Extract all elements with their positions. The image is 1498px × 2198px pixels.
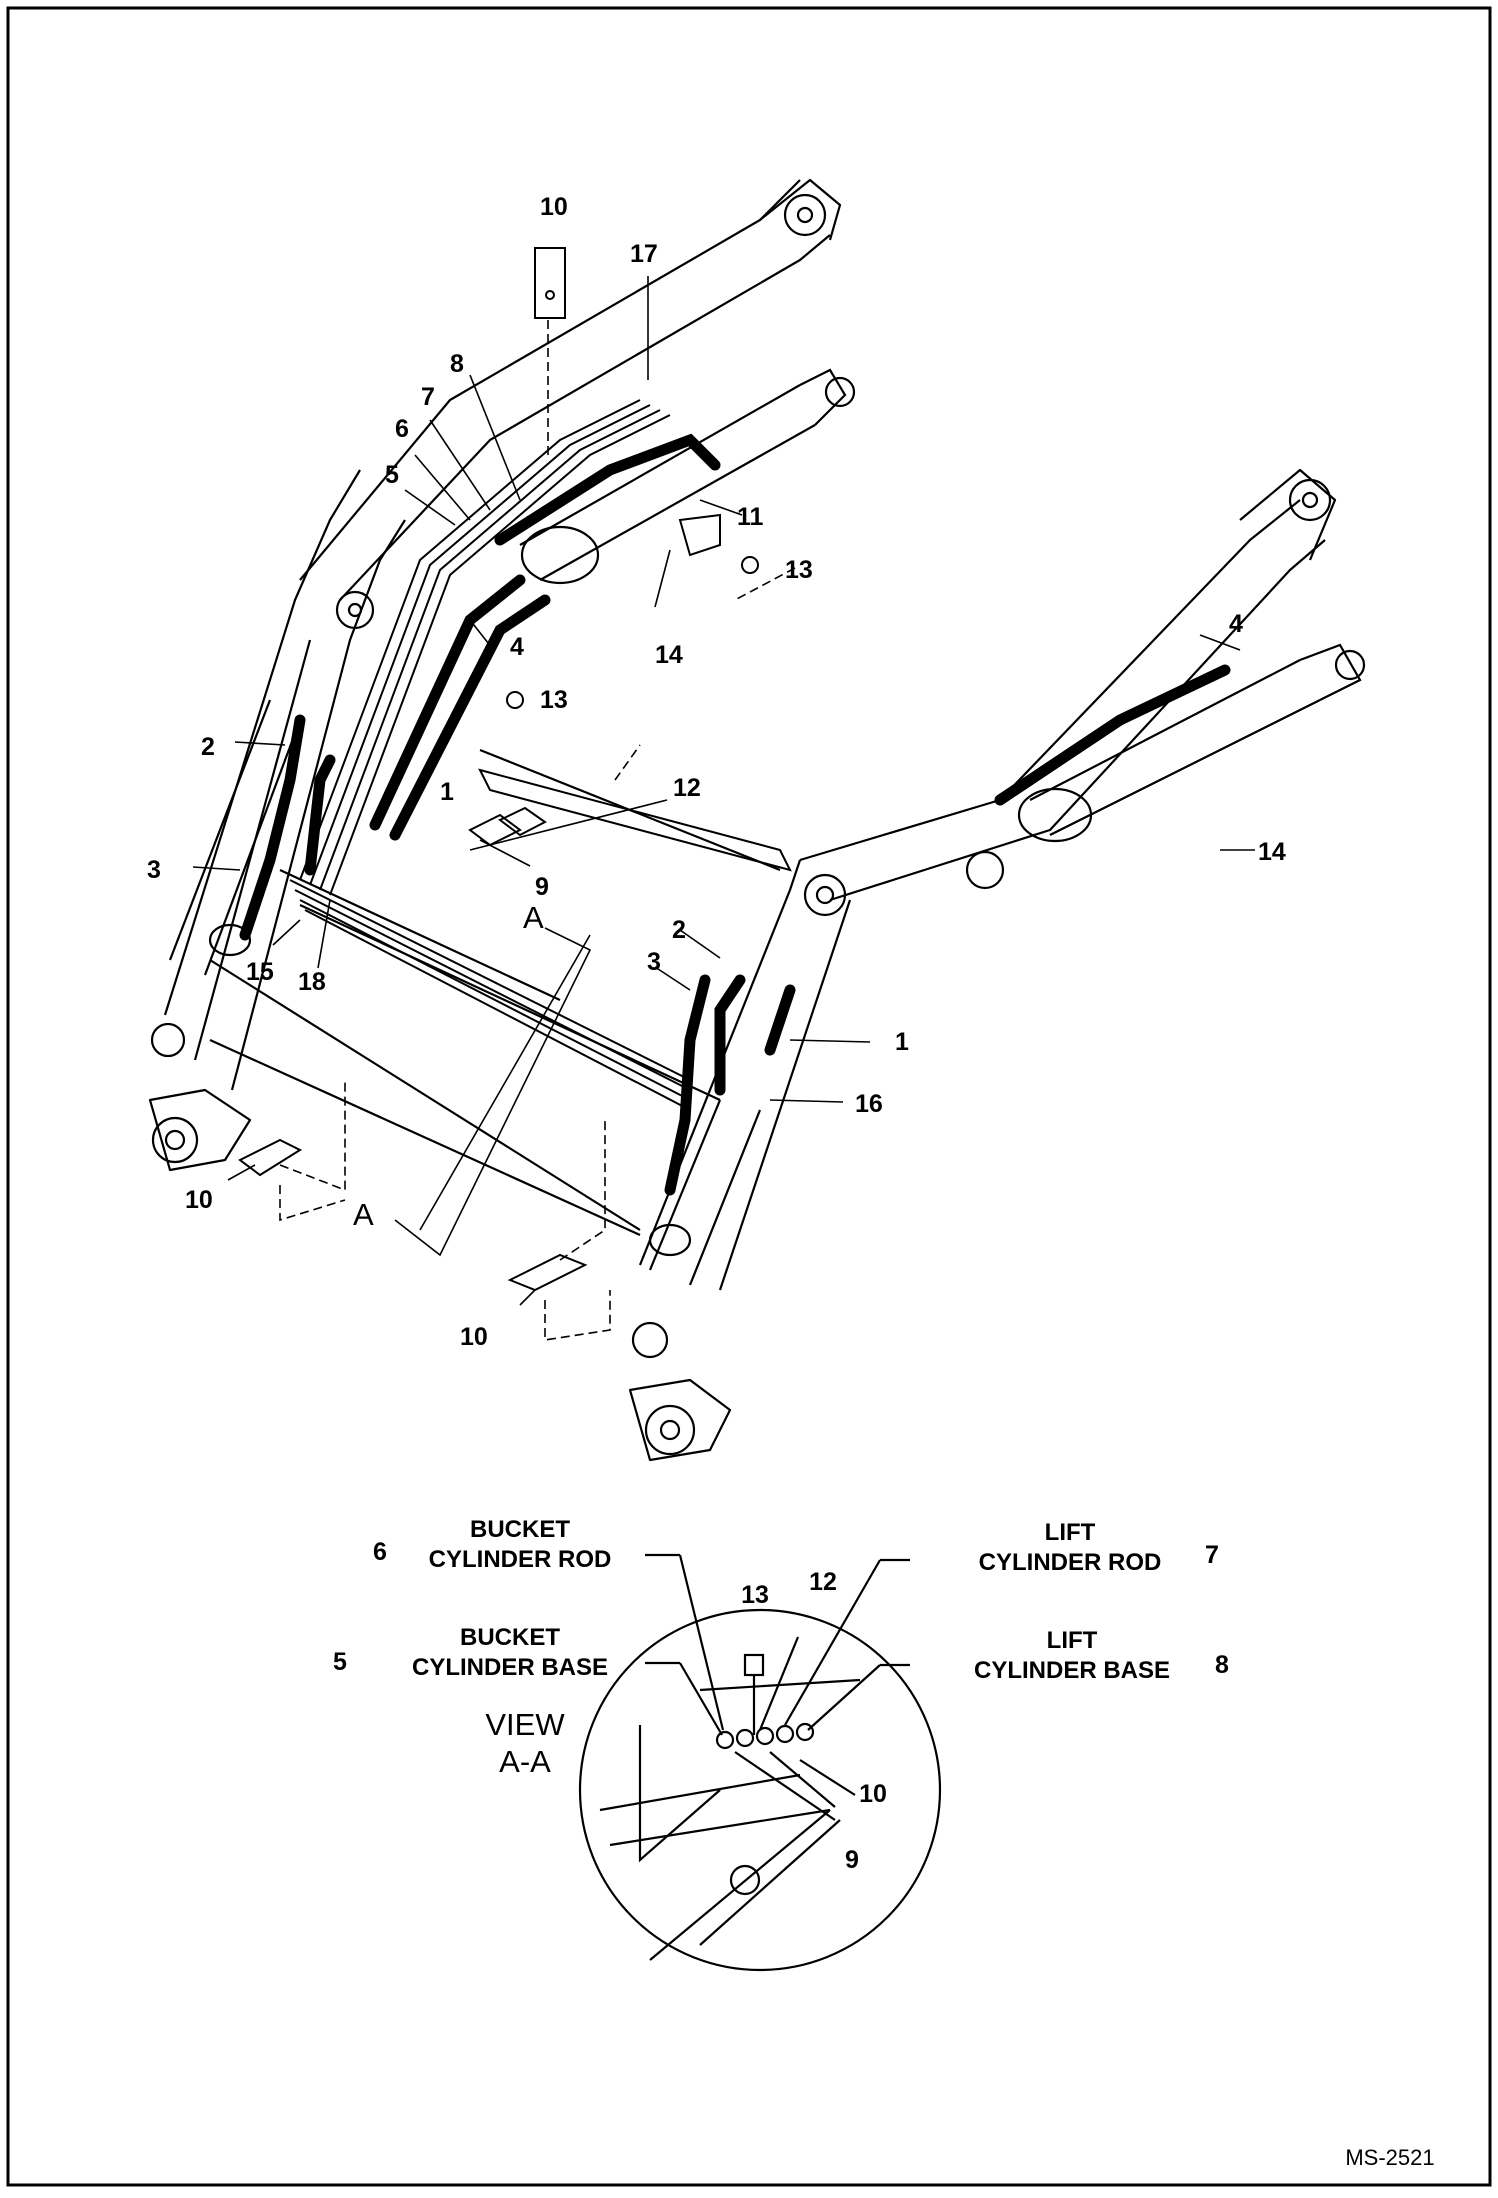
callout-2-left: 2 <box>201 733 215 761</box>
mounting-plates <box>238 247 792 1292</box>
detail-bucket-base-line1: BUCKET <box>460 1624 560 1651</box>
hydraulic-tube-bundle <box>289 399 691 1111</box>
callout-13-top: 13 <box>785 556 813 584</box>
detail-view-line1: VIEW <box>485 1707 565 1742</box>
callout-A-upper: A <box>523 900 544 935</box>
detail-bucket-rod-line1: BUCKET <box>470 1516 570 1543</box>
detail-lift-base-line1: LIFT <box>1047 1627 1098 1654</box>
view-a-a-detail <box>578 1553 942 1972</box>
right-bucket-cylinder <box>648 1099 762 1286</box>
detail-c10: 10 <box>859 1780 887 1808</box>
left-lift-cylinder <box>519 368 856 585</box>
callout-A-lower: A <box>353 1197 374 1232</box>
callout-18: 18 <box>298 968 326 996</box>
detail-lift-rod-line1: LIFT <box>1045 1519 1096 1546</box>
callout-10-top: 10 <box>540 193 568 221</box>
callout-15: 15 <box>246 958 274 986</box>
callout-14-right: 14 <box>1258 838 1286 866</box>
detail-lift-rod-line2: CYLINDER ROD <box>979 1549 1162 1576</box>
callout-14-left: 14 <box>655 641 683 669</box>
detail-lift-base-line2: CYLINDER BASE <box>974 1657 1170 1684</box>
callout-8: 8 <box>450 350 464 378</box>
callout-7: 7 <box>421 383 435 411</box>
callout-10-bottom: 10 <box>460 1323 488 1351</box>
callout-11: 11 <box>737 503 764 531</box>
callout-4-right: 4 <box>1229 610 1243 638</box>
callout-17: 17 <box>630 240 658 268</box>
detail-c13: 13 <box>741 1581 769 1609</box>
detail-c12: 12 <box>809 1568 837 1596</box>
callout-13-mid: 13 <box>540 686 568 714</box>
detail-lift-rod-number: 7 <box>1205 1541 1219 1569</box>
callout-1-right: 1 <box>895 1028 909 1056</box>
detail-bucket-rod-number: 6 <box>373 1538 387 1566</box>
hydraulic-hoses <box>239 433 1231 1196</box>
page-border <box>6 6 1492 2187</box>
callout-10-left: 10 <box>185 1186 213 1214</box>
callout-3-left: 3 <box>147 856 161 884</box>
detail-labels: 6 BUCKET CYLINDER ROD LIFT CYLINDER ROD … <box>333 1516 1229 1874</box>
callout-4-left: 4 <box>510 633 524 661</box>
callout-labels: 10 17 8 7 6 5 11 13 14 4 13 2 1 12 4 3 9… <box>147 193 1286 1351</box>
detail-view-line2: A-A <box>499 1744 551 1779</box>
callout-3-right: 3 <box>647 948 661 976</box>
leader-lines <box>192 276 1255 1341</box>
left-lift-arm <box>148 178 842 1172</box>
callout-12: 12 <box>673 774 701 802</box>
callout-1-left: 1 <box>440 778 454 806</box>
detail-bucket-base-line2: CYLINDER BASE <box>412 1654 608 1681</box>
detail-c9: 9 <box>845 1846 859 1874</box>
callout-5: 5 <box>385 461 399 489</box>
detail-lift-base-number: 8 <box>1215 1651 1229 1679</box>
callout-6: 6 <box>395 415 409 443</box>
callout-2-right: 2 <box>672 916 686 944</box>
detail-bucket-rod-line2: CYLINDER ROD <box>429 1546 612 1573</box>
callout-16: 16 <box>855 1090 883 1118</box>
callout-9: 9 <box>535 873 549 901</box>
right-lift-cylinder <box>1017 643 1366 843</box>
detail-bucket-base-number: 5 <box>333 1648 347 1676</box>
drawing-code: MS-2521 <box>1345 2145 1434 2170</box>
